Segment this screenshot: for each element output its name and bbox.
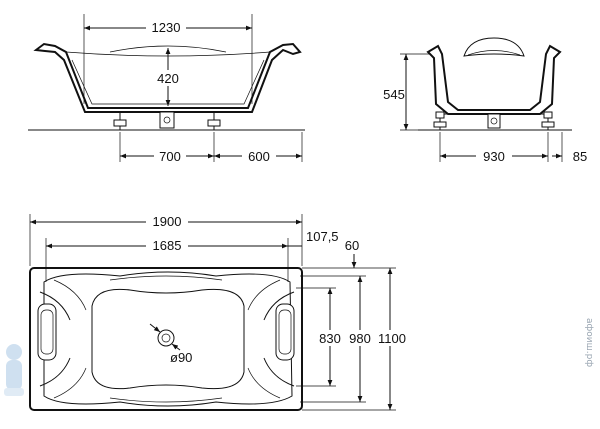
dim-420-label: 420 bbox=[157, 71, 179, 86]
dim-107-5-label: 107,5 bbox=[306, 229, 339, 244]
end-tub-outline bbox=[426, 44, 562, 115]
dim-1230-label: 1230 bbox=[152, 20, 181, 35]
dim-1900-label: 1900 bbox=[153, 214, 182, 229]
dim-1685-label: 1685 bbox=[153, 238, 182, 253]
dim-drain-label: ø90 bbox=[170, 350, 192, 365]
end-view: 545 930 85 bbox=[383, 37, 587, 164]
dim-85-label: 85 bbox=[573, 149, 587, 164]
mascot-logo bbox=[4, 344, 24, 396]
watermark-text: афоиш.рф bbox=[584, 318, 594, 368]
plan-outer-rim bbox=[29, 267, 303, 411]
dim-980-label: 980 bbox=[349, 331, 371, 346]
dim-600-label: 600 bbox=[248, 149, 270, 164]
dim-830-label: 830 bbox=[319, 331, 341, 346]
side-legs bbox=[113, 111, 221, 130]
side-view: 1230 420 700 600 bbox=[28, 14, 305, 164]
plan-drain bbox=[157, 329, 175, 347]
dim-545-label: 545 bbox=[383, 87, 405, 102]
dim-1100-label: 1100 bbox=[378, 331, 406, 346]
dim-930-label: 930 bbox=[483, 149, 505, 164]
dim-60-label: 60 bbox=[345, 238, 359, 253]
plan-basin-bowl bbox=[91, 288, 245, 390]
dim-700-label: 700 bbox=[159, 149, 181, 164]
plan-view: ø90 1900 1685 107,5 60 830 980 1 bbox=[29, 214, 410, 411]
